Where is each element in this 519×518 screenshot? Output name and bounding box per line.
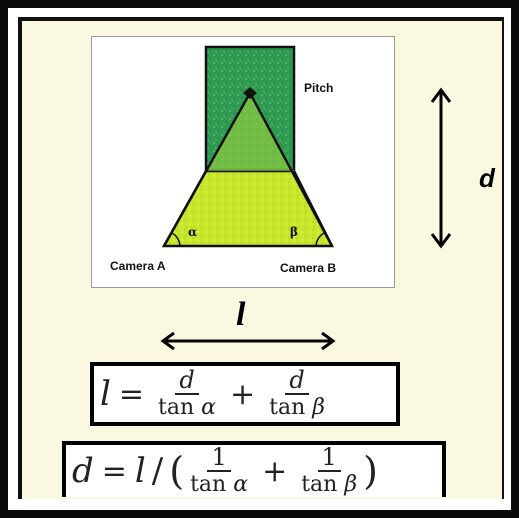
formula1-frac2-num: d [285,367,309,395]
pitch-triangle-graphic [161,45,335,248]
formula2-slash: / [151,451,164,491]
beta-label: β [290,225,298,239]
alpha-symbol: α [201,395,217,420]
formula-l: l = d tan α + d tan β [90,362,400,426]
formula2-frac1-num: 1 [207,444,231,472]
formula2-open-paren: ( [169,449,185,493]
formula2-frac2: 1 tan β [297,444,361,498]
formula2-close-paren: ) [363,449,378,493]
distance-l-arrow [160,331,336,351]
formula1-equals: = [118,376,145,412]
alpha-symbol: α [233,472,249,497]
tan-fn: tan [158,395,195,420]
formula1-frac1-num: d [175,367,199,395]
sight-triangle [206,93,294,171]
tan-fn: tan [269,395,306,420]
formula2-frac2-num: 1 [317,444,341,472]
formula2-frac1-den: tan α [186,472,252,498]
formula1-lhs: l [100,374,111,414]
d-label: d [479,163,495,193]
formula2-equals: = [101,453,127,489]
ball-marker [243,87,257,99]
formula2-frac2-den: tan β [297,472,361,498]
pitch-label: Pitch [304,81,334,95]
formula1-frac1-den: tan α [154,395,220,421]
formula2-l: l [134,451,146,491]
formula2-frac1: 1 tan α [186,444,252,498]
beta-symbol: β [312,395,326,420]
formula-d: d = l / ( 1 tan α + 1 tan β ) [62,441,446,497]
camera-diagram: Pitch α β Camera A Camera B [91,36,395,288]
formula1-plus: + [230,376,256,412]
l-label: l [236,296,246,333]
formula1-frac1: d tan α [154,367,220,421]
distance-d-arrow [430,87,452,249]
formula1-frac2-den: tan β [265,395,329,421]
formula1-frac2: d tan β [265,367,329,421]
camera-b-label: Camera B [280,261,337,275]
tan-fn: tan [301,472,338,497]
formula2-plus: + [262,453,288,489]
formula2-lhs: d [72,451,94,491]
camera-a-label: Camera A [110,259,166,273]
tan-fn: tan [190,472,227,497]
beta-symbol: β [344,472,358,497]
alpha-label: α [188,225,198,239]
